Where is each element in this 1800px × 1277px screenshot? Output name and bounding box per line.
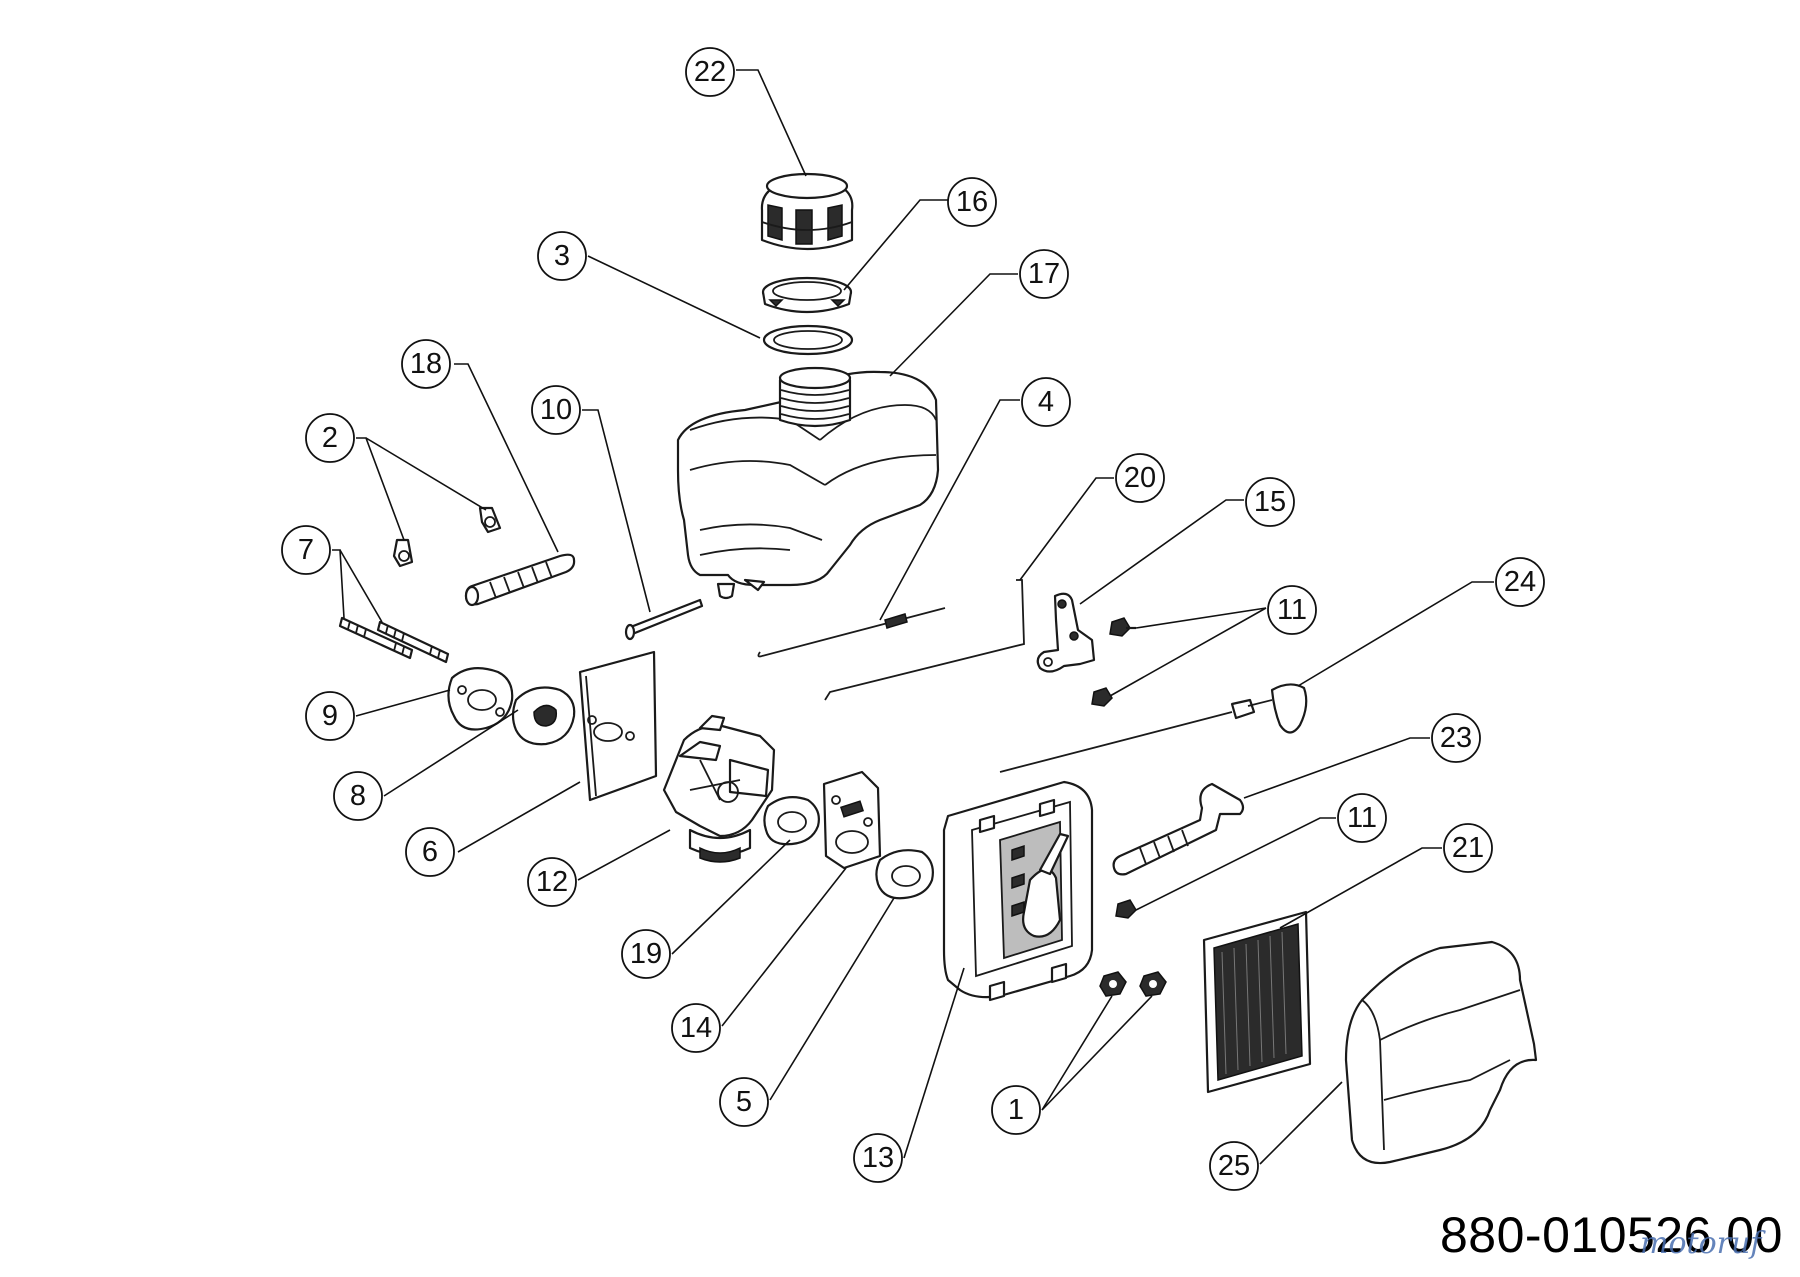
callout-13: 13 (853, 1133, 903, 1183)
part-fuel-hose (464, 553, 576, 607)
part-fuel-tank (676, 366, 940, 600)
svg-text:24: 24 (1504, 566, 1536, 598)
svg-text:11: 11 (1277, 594, 1307, 626)
svg-text:16: 16 (956, 186, 988, 218)
part-hose-clamps (392, 506, 502, 568)
callout-12: 12 (527, 857, 577, 907)
part-screw-lower (1115, 899, 1137, 919)
part-governor-spring-rod (757, 607, 946, 658)
callout-24: 24 (1495, 557, 1545, 607)
svg-text:13: 13 (862, 1142, 894, 1174)
callout-22: 22 (685, 47, 735, 97)
part-retainer-ring (761, 276, 853, 314)
part-intake-gasket (447, 667, 514, 731)
svg-text:25: 25 (1218, 1150, 1250, 1182)
svg-text:22: 22 (694, 56, 726, 88)
part-choke-bracket (1036, 592, 1096, 673)
part-air-cleaner-base (942, 780, 1094, 1002)
part-air-filter (1202, 910, 1312, 1094)
part-breather-tube (1112, 782, 1245, 876)
callout-18: 18 (401, 339, 451, 389)
callout-8: 8 (333, 771, 383, 821)
callout-20: 20 (1115, 453, 1165, 503)
svg-text:12: 12 (536, 866, 568, 898)
callout-21: 21 (1443, 823, 1493, 873)
callout-25: 25 (1209, 1141, 1259, 1191)
svg-text:18: 18 (410, 348, 442, 380)
callout-4: 4 (1021, 377, 1071, 427)
svg-text:20: 20 (1124, 462, 1156, 494)
part-air-cleaner-cover (1344, 940, 1538, 1165)
callout-10: 10 (531, 385, 581, 435)
svg-text:6: 6 (422, 836, 438, 868)
part-carburetor (662, 714, 776, 863)
part-insulator-spacer (511, 686, 576, 746)
callout-9: 9 (305, 691, 355, 741)
svg-text:5: 5 (736, 1086, 752, 1118)
callout-1: 1 (991, 1085, 1041, 1135)
svg-text:14: 14 (680, 1012, 712, 1044)
callout-14: 14 (671, 1003, 721, 1053)
callout-7: 7 (281, 525, 331, 575)
callout-11-upper: 11 (1267, 585, 1317, 635)
svg-text:1: 1 (1008, 1094, 1024, 1126)
svg-text:8: 8 (350, 780, 366, 812)
drawing-number: 880-010526 00 (1440, 1207, 1783, 1263)
part-screws-upper (1091, 617, 1136, 707)
callout-3: 3 (537, 231, 587, 281)
callout-19: 19 (621, 929, 671, 979)
part-bolt (624, 598, 704, 641)
callout-5: 5 (719, 1077, 769, 1127)
svg-text:19: 19 (630, 938, 662, 970)
svg-text:17: 17 (1028, 258, 1060, 290)
callout-6: 6 (405, 827, 455, 877)
svg-text:9: 9 (322, 700, 338, 732)
part-throttle-link (824, 579, 1025, 701)
svg-text:11: 11 (1347, 802, 1377, 834)
part-choke-cable (999, 683, 1308, 773)
callout-16: 16 (947, 177, 997, 227)
callout-17: 17 (1019, 249, 1069, 299)
part-studs (338, 616, 450, 664)
svg-text:23: 23 (1440, 722, 1472, 754)
callout-11-lower: 11 (1337, 793, 1387, 843)
svg-text:7: 7 (298, 534, 314, 566)
part-carb-gasket (763, 795, 820, 846)
callout-23: 23 (1431, 713, 1481, 763)
part-plate-gasket (875, 849, 934, 900)
part-nuts (1099, 971, 1167, 997)
part-heat-shield (578, 650, 658, 802)
svg-text:10: 10 (540, 394, 572, 426)
callout-15: 15 (1245, 477, 1295, 527)
svg-text:21: 21 (1452, 832, 1484, 864)
svg-text:2: 2 (322, 422, 338, 454)
part-air-cleaner-plate (822, 770, 882, 870)
callout-2: 2 (305, 413, 355, 463)
svg-text:4: 4 (1038, 386, 1054, 418)
leader-lines (332, 69, 1494, 1165)
watermark: motoruf (1640, 1226, 1762, 1261)
svg-text:15: 15 (1254, 486, 1286, 518)
part-fuel-cap (760, 172, 854, 251)
svg-text:3: 3 (554, 240, 570, 272)
part-cap-gasket (762, 324, 854, 356)
